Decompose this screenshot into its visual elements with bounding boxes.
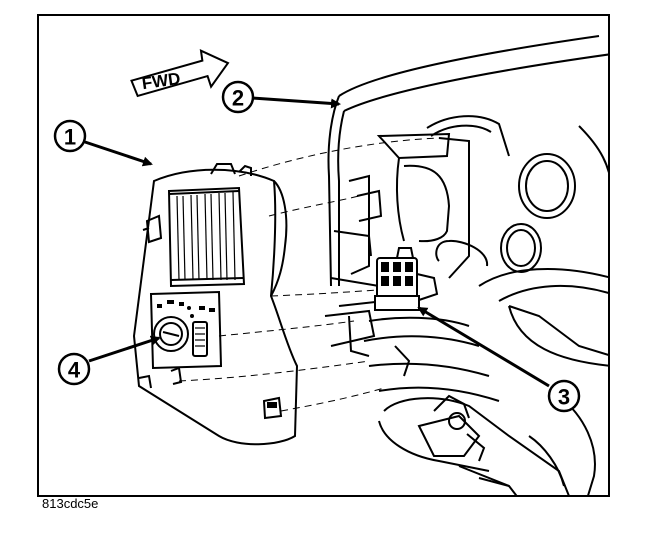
alignment-lines <box>178 137 440 412</box>
callout-3: 3 <box>547 379 581 413</box>
bezel-assembly-drawing <box>132 163 299 446</box>
callout-4: 4 <box>57 352 91 386</box>
exploded-view-illustration: FWD 1 2 3 4 <box>53 35 608 495</box>
callout-4-number: 4 <box>68 358 81 383</box>
fwd-label: FWD <box>141 69 182 93</box>
diagram-frame: FWD 1 2 3 4 <box>37 14 610 497</box>
wire-harness-connector-drawing <box>374 239 489 311</box>
callout-2: 2 <box>221 80 255 114</box>
callout-3-number: 3 <box>558 385 570 410</box>
callout-1: 1 <box>53 119 87 153</box>
callout-1-number: 1 <box>64 125 76 150</box>
figure-id: 813cdc5e <box>42 496 99 511</box>
instrument-panel-drawing <box>324 35 608 495</box>
forward-direction-arrow: FWD <box>130 49 230 98</box>
callout-leaders <box>81 96 550 388</box>
callout-2-number: 2 <box>232 86 244 111</box>
